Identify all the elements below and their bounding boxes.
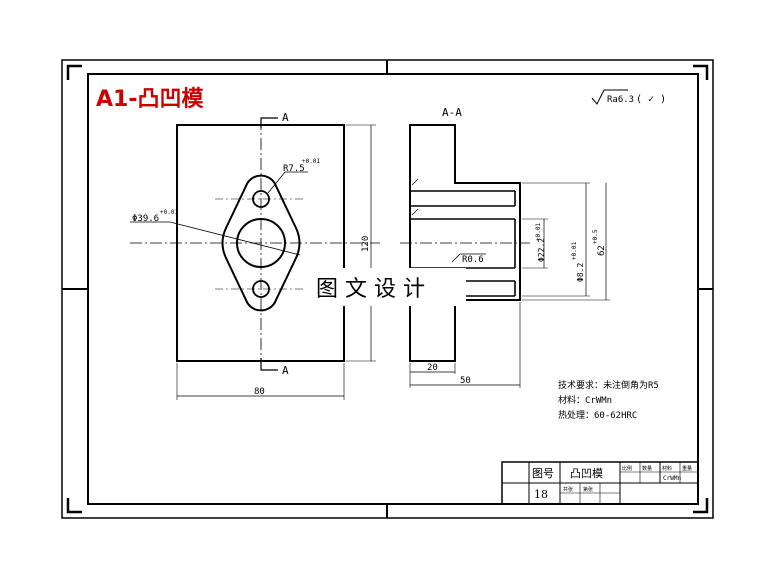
center-bore: [236, 218, 286, 268]
dim-step: 20: [427, 363, 438, 373]
dim-pitch: 62: [597, 245, 607, 256]
tb-drawing-no: 18: [534, 488, 548, 501]
tech-note-3: 热处理：60-62HRC: [558, 409, 637, 421]
roughness-value: Ra6.3: [607, 95, 634, 105]
flange-outline: [221, 174, 301, 312]
section-outline: [409, 124, 521, 362]
trim-marks: [66, 64, 709, 514]
drawing-title: A1-凸凹模: [96, 87, 204, 112]
dim-pitch-tol: +0.5: [592, 229, 599, 244]
tb-label-5: 共张: [563, 486, 573, 493]
cut-marker-bottom: A: [282, 364, 289, 377]
tech-note-1: 技术要求：未注倒角为R5: [558, 379, 659, 391]
tb-label-1: 比例: [622, 465, 632, 472]
tb-part-name: 凸凹模: [570, 467, 603, 480]
dim-fillet: R0.6: [462, 255, 484, 265]
watermark-text: 图 文 设 计: [316, 277, 425, 302]
tb-material: CrWMn: [663, 475, 681, 482]
roughness-symbol: Ra6.3 ( ✓ ): [591, 89, 666, 105]
tech-note-2: 材料：CrWMn: [558, 394, 612, 406]
dim-hole-radius: R7.5: [283, 164, 305, 174]
dim-pin-dia: Φ8.2: [576, 263, 585, 282]
dim-bore: Φ22.2: [537, 238, 546, 262]
dim-bore-tol: +0.01: [535, 223, 542, 241]
centering-marks: [62, 60, 713, 518]
section-cut-marks: [260, 117, 278, 371]
dim-height: 120: [361, 236, 371, 252]
dim-width: 80: [254, 387, 265, 397]
dim-center-dia: Φ39.6: [132, 214, 159, 224]
top-hole: [252, 190, 270, 208]
cut-marker-top: A: [282, 111, 289, 124]
dim-center-dia-tol: +0.01: [160, 209, 178, 216]
title-block: 图号 18 凸凹模 CrWMn 比例 数量 材料 重量 共张 第张: [501, 461, 699, 505]
roughness-suffix: ( ✓ ): [636, 94, 666, 105]
tb-drawing-no-label: 图号: [532, 467, 554, 480]
technical-notes: 技术要求：未注倒角为R5 材料：CrWMn 热处理：60-62HRC: [558, 379, 659, 421]
front-view: A A R7.5 +0.01 Φ39.6 +0.01 80 120: [130, 111, 380, 400]
tb-label-4: 重量: [682, 465, 692, 472]
dim-hole-radius-tol: +0.01: [302, 158, 320, 165]
dim-pin-dia-tol: +0.01: [571, 242, 578, 260]
watermark: 图 文 设 计: [306, 268, 466, 306]
section-label: A-A: [442, 106, 462, 119]
bottom-hole: [252, 280, 270, 298]
tb-label-6: 第张: [583, 486, 593, 493]
tb-label-2: 数量: [642, 465, 652, 472]
tb-label-3: 材料: [662, 465, 672, 472]
section-view: A-A R0.6 Φ22.2 +0: [400, 106, 610, 388]
dim-depth: 50: [460, 376, 471, 386]
